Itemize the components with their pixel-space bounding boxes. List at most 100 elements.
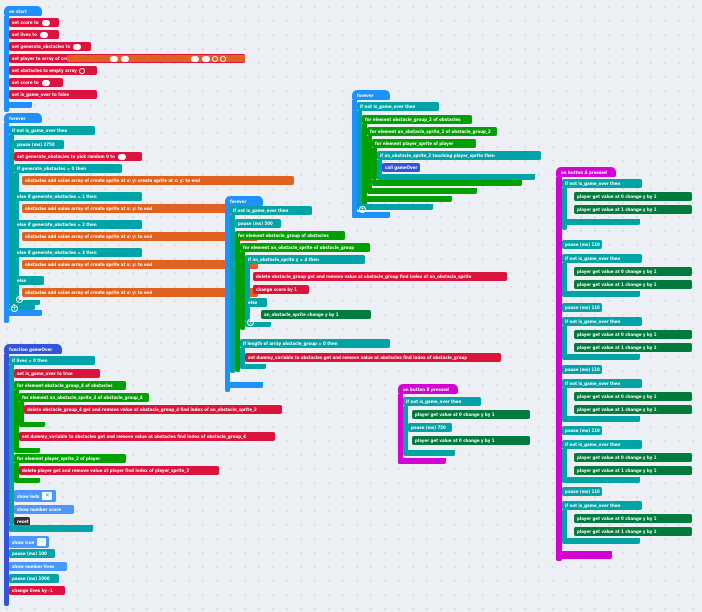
move-if-length[interactable]: if length of array obstacle_group = 0 th… (240, 339, 390, 348)
forever-collide-header[interactable]: forever (352, 90, 390, 100)
move-delete-obstacle[interactable]: delete obstacle_group get and remove val… (253, 272, 507, 281)
on-button-a-spine (556, 177, 562, 561)
on-start-row-6[interactable]: set score to (9, 78, 63, 87)
move-pause[interactable]: pause (ms) 500 (235, 219, 281, 228)
on-start-row-7[interactable]: set is_game_over to false (9, 90, 97, 99)
gameover-if-lives-0[interactable]: if lives = 0 then (9, 356, 95, 365)
button-a-if-1[interactable]: if not is_game_over then (562, 179, 642, 188)
forever-spawner-header[interactable]: forever (4, 113, 42, 123)
move-for-obstacles[interactable]: for element obstacle_group of obstacles (235, 231, 345, 240)
spawner-ifelse-foot (14, 300, 40, 305)
gameover-show-leds[interactable]: show leds✕ (14, 490, 56, 502)
collide-for-group[interactable]: for element an_obstacle_sprite_2 of obst… (367, 127, 497, 136)
button-a-move-3a[interactable]: player get value at 0 change y by 1 (574, 330, 692, 339)
gameover-show-lives[interactable]: show number lives (9, 562, 67, 571)
spawner-add-0[interactable]: obstacles add value array of create spri… (22, 176, 294, 185)
gameover-for-group[interactable]: for element an_obstacle_sprite_3 of obst… (19, 393, 149, 402)
gameover-reset[interactable]: reset (14, 517, 30, 526)
spawner-pause[interactable]: pause (ms) 2750 (14, 140, 64, 149)
gameover-if-spine (9, 365, 14, 525)
spawner-if-not-over[interactable]: if not is_game_over then (9, 126, 95, 135)
move-change-y[interactable]: an_obstacle_sprite change y by 1 (261, 310, 371, 319)
button-a-move-1b[interactable]: player get value at 1 change y by 1 (574, 205, 692, 214)
button-a-move-1a[interactable]: player get value at 0 change y by 1 (574, 192, 692, 201)
on-start-row-2[interactable]: set lives to (9, 30, 59, 39)
button-a-move-3b[interactable]: player get value at 1 change y by 1 (574, 343, 692, 352)
button-a-move-5a[interactable]: player get value at 0 change y by 1 (574, 453, 692, 462)
button-a-move-4a[interactable]: player get value at 0 change y by 1 (574, 392, 692, 401)
gameover-delete-player[interactable]: delete player get and remove value at pl… (19, 466, 219, 475)
button-a-if-2-foot (562, 291, 640, 297)
button-a-if-2[interactable]: if not is_game_over then (562, 254, 642, 263)
button-b-if[interactable]: if not is_game_over then (403, 397, 481, 406)
button-a-pause-3[interactable]: pause (ms) 110 (562, 365, 602, 374)
gameover-for-player[interactable]: for element player_sprite_2 of player (14, 454, 126, 463)
gameover-show-icon[interactable]: show icon♡ (9, 536, 49, 548)
button-a-if-3[interactable]: if not is_game_over then (562, 317, 642, 326)
spawner-set-generate[interactable]: set generate_obstacles to pick random 0 … (14, 152, 142, 161)
gameover-for-obstacles[interactable]: for element obstacle_group_4 of obstacle… (14, 381, 126, 390)
forever-move-header[interactable]: forever (225, 196, 263, 206)
gameover-delete-obstacle[interactable]: delete obstacle_group_4 get and remove v… (24, 405, 282, 414)
gameover-show-score[interactable]: show number score (14, 505, 74, 514)
gameover-change-lives[interactable]: change lives by -1 (9, 586, 65, 595)
move-set-dummy[interactable]: set dummy_variable to obstacles get and … (245, 353, 501, 362)
button-b-pause[interactable]: pause (ms) 750 (408, 423, 452, 432)
on-start-row-3[interactable]: set generate_obstacles to (9, 42, 91, 51)
button-a-if-6[interactable]: if not is_game_over then (562, 501, 642, 510)
button-b-move-2[interactable]: player get value at 0 change y by 1 (412, 436, 530, 445)
leds-pattern-icon[interactable]: ✕ (42, 492, 53, 500)
gameover-pause-100[interactable]: pause (ms) 100 (9, 549, 55, 558)
button-a-if-5[interactable]: if not is_game_over then (562, 440, 642, 449)
button-a-pause-5[interactable]: pause (ms) 110 (562, 487, 602, 496)
spawner-ifelse-add-icon[interactable]: + (16, 296, 23, 303)
button-a-move-2a[interactable]: player get value at 0 change y by 1 (574, 267, 692, 276)
collide-for-player[interactable]: for element player_sprite of player (372, 139, 476, 148)
gameover-set-over[interactable]: set is_game_over to true (14, 369, 100, 378)
move-else[interactable]: else (245, 298, 267, 307)
button-a-move-5b[interactable]: player get value at 1 change y by 1 (574, 466, 692, 475)
button-a-pause-4[interactable]: pause (ms) 110 (562, 426, 602, 435)
spawner-elseif-3[interactable]: else if generate_obstacles = 3 then (14, 248, 142, 257)
function-gameover-header[interactable]: function gameOver (4, 344, 62, 354)
on-start-row-5[interactable]: set obstacles to empty array (9, 66, 97, 75)
collide-call-gameover[interactable]: call gameOver (382, 163, 420, 172)
spawner-elseif-2[interactable]: else if generate_obstacles = 2 then (14, 220, 142, 229)
spawner-add-4[interactable]: obstacles add value array of create spri… (22, 288, 258, 297)
on-start-header[interactable]: on start (4, 6, 42, 16)
spawner-elseif-1[interactable]: else if generate_obstacles = 1 then (14, 192, 142, 201)
button-b-move-1[interactable]: player get value at 0 change y by 1 (412, 410, 530, 419)
on-button-b-header[interactable]: on button B pressed (398, 384, 458, 394)
spawner-add-2[interactable]: obstacles add value array of create spri… (22, 232, 258, 241)
button-a-move-6b[interactable]: player get value at 1 change y by 1 (574, 527, 692, 536)
button-a-move-6a[interactable]: player get value at 0 change y by 1 (574, 514, 692, 523)
button-a-move-2b[interactable]: player get value at 1 change y by 1 (574, 280, 692, 289)
collide-if-touching[interactable]: if an_obstacle_sprite_2 touching player_… (377, 151, 541, 160)
on-start-row-1[interactable]: set score to (9, 18, 59, 27)
button-a-pause-2[interactable]: pause (ms) 110 (562, 303, 602, 312)
spawner-add-3[interactable]: obstacles add value array of create spri… (22, 260, 258, 269)
on-button-a-foot (556, 551, 612, 559)
move-if-y4[interactable]: if an_obstacle_sprite y = 4 then (245, 255, 365, 264)
on-button-a-header[interactable]: on button A pressed (556, 167, 616, 177)
on-start-array-of[interactable] (67, 55, 245, 62)
button-a-move-4b[interactable]: player get value at 1 change y by 1 (574, 405, 692, 414)
spawner-else[interactable]: else (14, 276, 44, 285)
gameover-pause-1000[interactable]: pause (ms) 1000 (9, 574, 59, 583)
gameover-set-dummy[interactable]: set dummy_variable to obstacles get and … (19, 432, 275, 441)
button-a-pause-1[interactable]: pause (ms) 110 (562, 240, 602, 249)
move-if-add-icon[interactable]: + (232, 374, 239, 381)
move-if-not-over[interactable]: if not is_game_over then (230, 206, 312, 215)
spawner-add-1[interactable]: obstacles add value array of create spri… (22, 204, 258, 213)
spawner-if-add-icon[interactable]: + (11, 305, 18, 312)
spawner-if-0[interactable]: if generate_obstacles = 0 then (14, 164, 122, 173)
collide-if-not-over[interactable]: if not is_game_over then (357, 102, 439, 111)
move-ifelse-add-icon[interactable]: + (247, 319, 254, 326)
heart-icon[interactable]: ♡ (37, 538, 46, 546)
move-for-group[interactable]: for element an_obstacle_sprite of obstac… (240, 243, 370, 252)
collide-if-add-icon[interactable]: + (359, 206, 366, 213)
button-a-if-4[interactable]: if not is_game_over then (562, 379, 642, 388)
collide-for-obstacles[interactable]: for element obstacle_group_2 of obstacle… (362, 115, 472, 124)
move-change-score[interactable]: change score by 1 (253, 285, 309, 294)
